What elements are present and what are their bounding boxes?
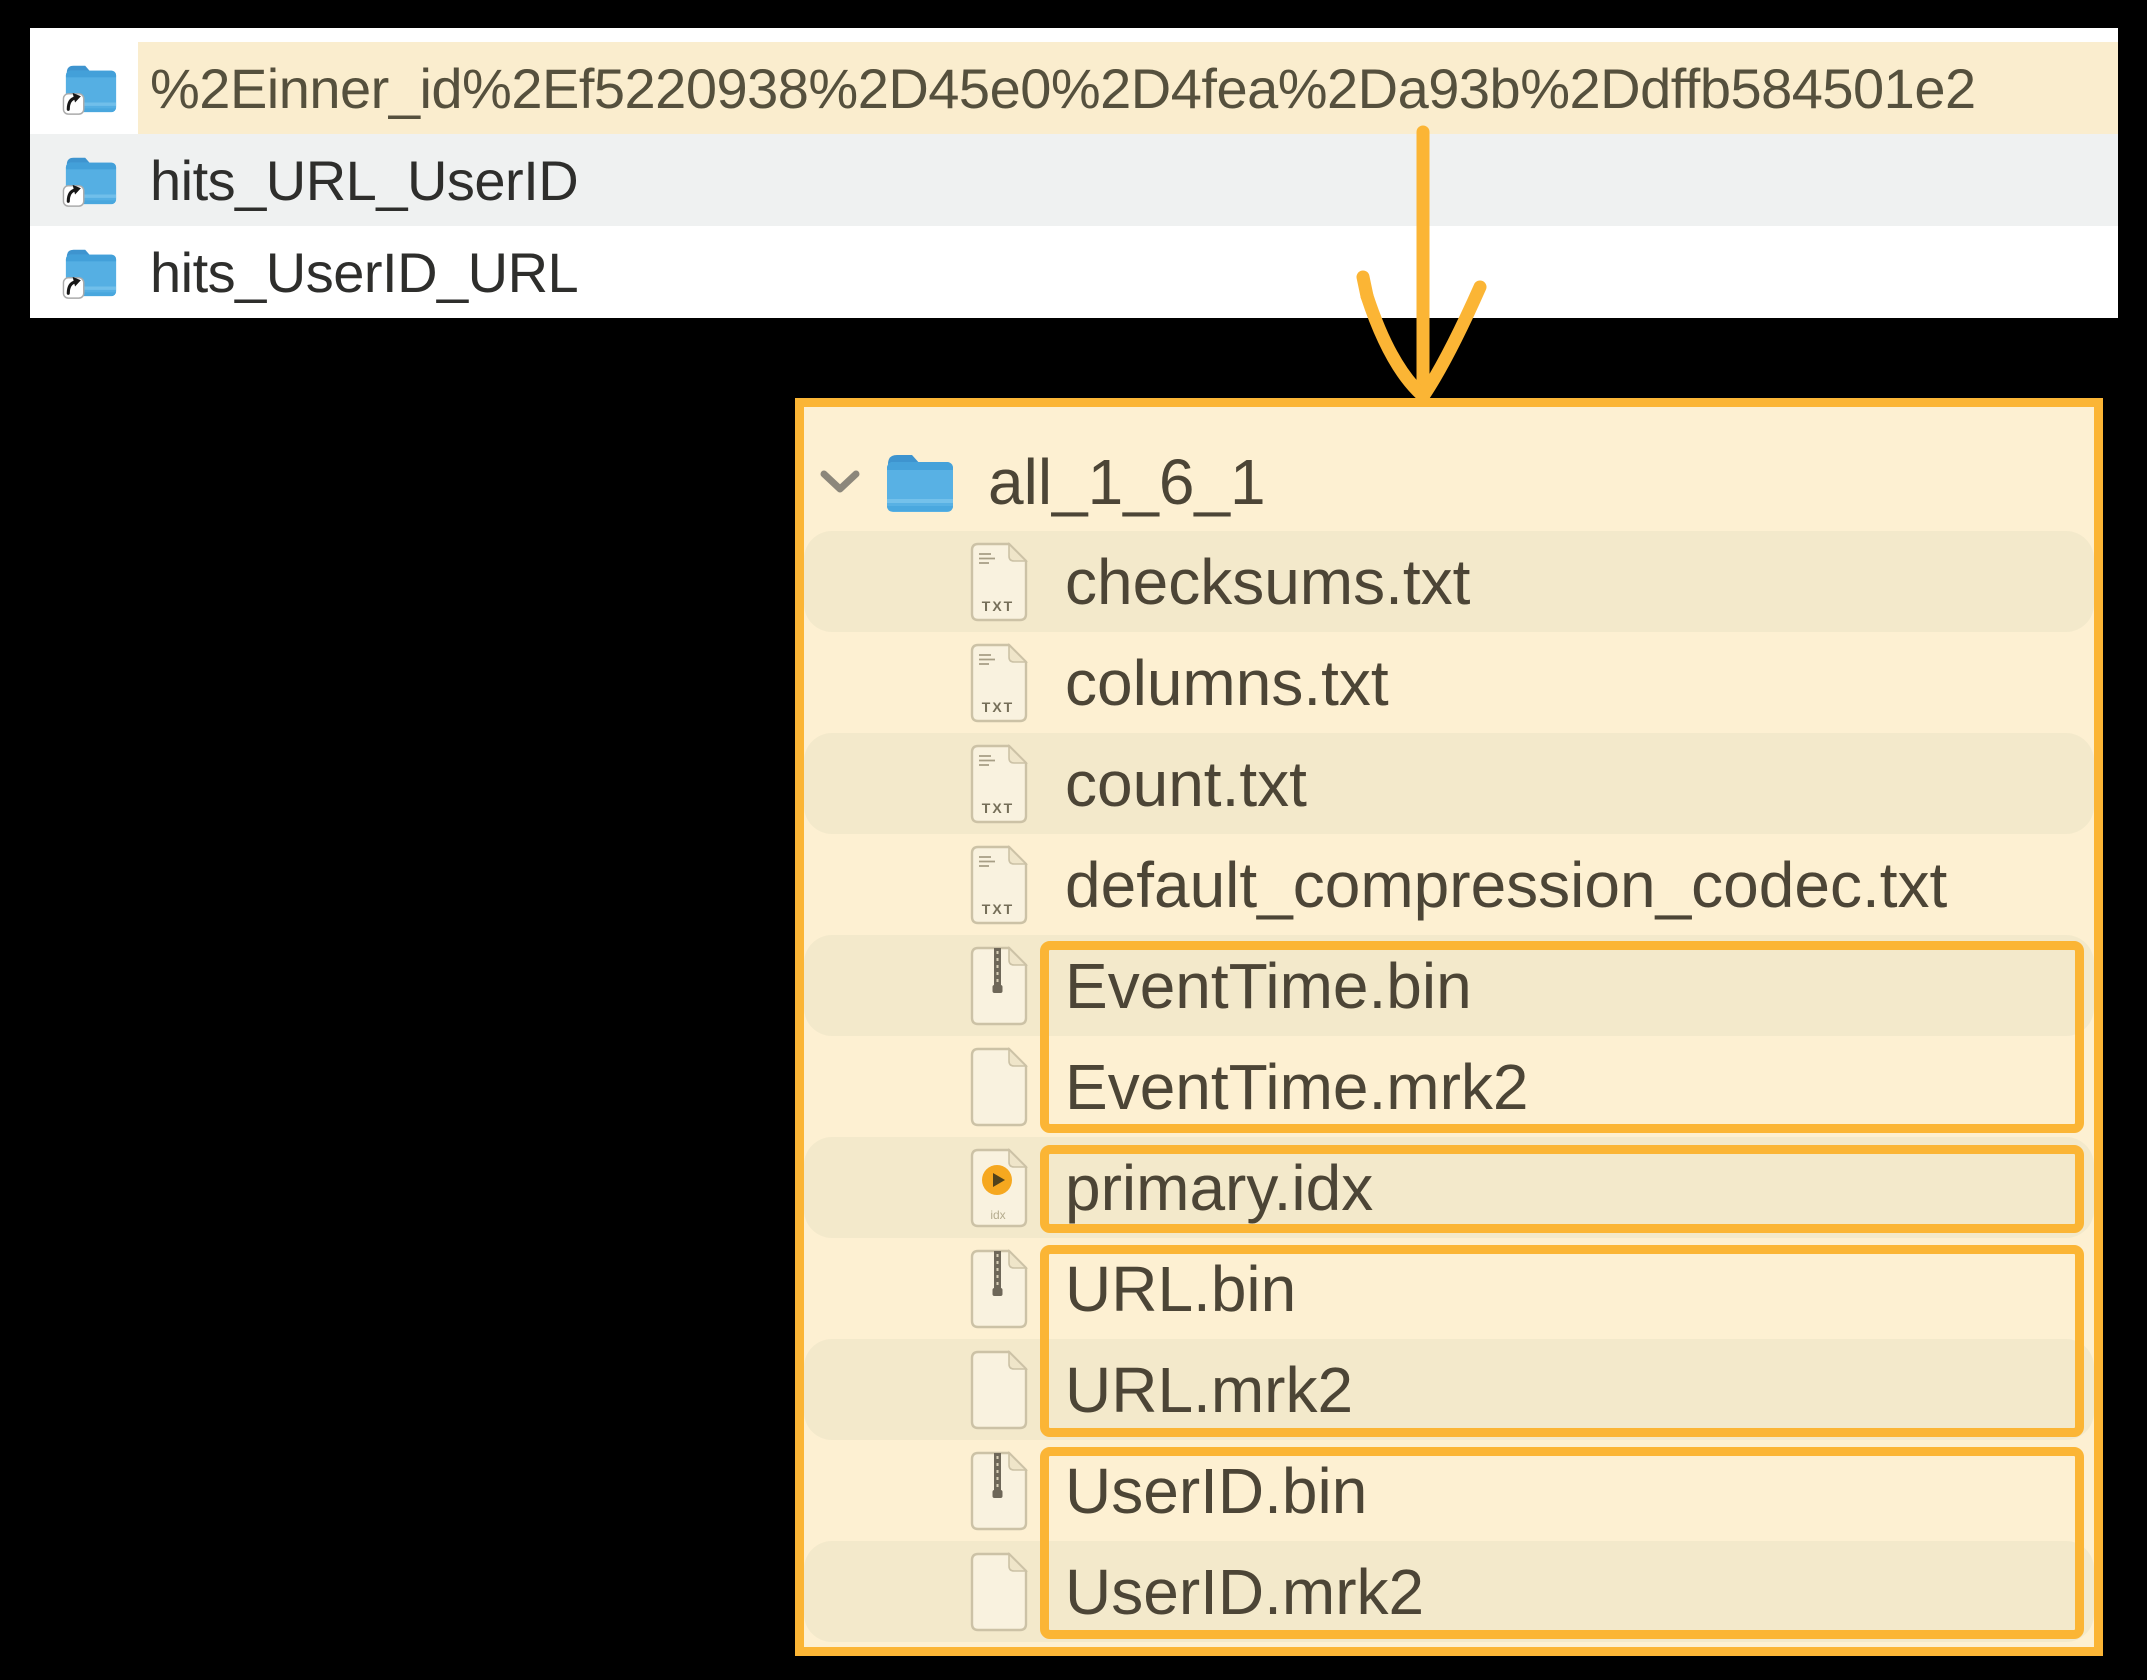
tree-item-primary-idx[interactable]: idx primary.idx	[804, 1137, 2094, 1238]
file-name: count.txt	[1065, 747, 1307, 820]
mrk2-file-icon	[968, 1046, 1030, 1128]
svg-text:TXT: TXT	[982, 901, 1014, 917]
bin-file-icon	[968, 1248, 1030, 1330]
txt-file-icon: TXT	[968, 541, 1030, 623]
file-name: UserID.bin	[1065, 1454, 1368, 1527]
file-name: checksums.txt	[1065, 545, 1471, 618]
tree-item-columns[interactable]: TXT columns.txt	[804, 632, 2094, 733]
file-name: primary.idx	[1065, 1151, 1374, 1224]
file-name: default_compression_codec.txt	[1065, 848, 1948, 921]
file-name: EventTime.bin	[1065, 949, 1472, 1022]
bin-file-icon	[968, 945, 1030, 1027]
svg-text:idx: idx	[990, 1208, 1005, 1222]
file-name: URL.mrk2	[1065, 1353, 1354, 1426]
svg-text:TXT: TXT	[982, 800, 1014, 816]
list-item-hits-url-userid[interactable]: hits_URL_UserID	[30, 134, 2118, 226]
alias-folder-icon-slot	[62, 243, 120, 301]
folder-icon	[887, 455, 953, 512]
txt-file-icon: TXT	[968, 642, 1030, 724]
idx-file-icon: idx	[968, 1147, 1030, 1229]
file-name: EventTime.mrk2	[1065, 1050, 1529, 1123]
file-name: columns.txt	[1065, 646, 1389, 719]
tree-item-userid-mrk2[interactable]: UserID.mrk2	[804, 1541, 2094, 1642]
tree-item-userid-bin[interactable]: UserID.bin	[804, 1440, 2094, 1541]
list-item-hits-userid-url[interactable]: hits_UserID_URL	[30, 226, 2118, 318]
list-item-inner-id-folder[interactable]: %2Einner_id%2Ef5220938%2D45e0%2D4fea%2Da…	[30, 42, 2118, 134]
txt-file-icon: TXT	[968, 844, 1030, 926]
folder-name: hits_UserID_URL	[150, 240, 579, 304]
bin-file-icon	[968, 1450, 1030, 1532]
alias-folder-icon	[62, 65, 117, 115]
tree-item-url-mrk2[interactable]: URL.mrk2	[804, 1339, 2094, 1440]
parts-tree-panel: all_1_6_1 TXT checksums.txt TXT columns.…	[795, 398, 2103, 1656]
folder-name: hits_URL_UserID	[150, 148, 579, 212]
mrk2-file-icon	[968, 1551, 1030, 1633]
tree-item-default-compression-codec[interactable]: TXT default_compression_codec.txt	[804, 834, 2094, 935]
svg-text:TXT: TXT	[982, 699, 1014, 715]
tree-item-url-bin[interactable]: URL.bin	[804, 1238, 2094, 1339]
file-name: URL.bin	[1065, 1252, 1297, 1325]
down-arrow-annotation	[1356, 125, 1487, 402]
txt-file-icon: TXT	[968, 743, 1030, 825]
tree-root-row[interactable]: all_1_6_1	[804, 433, 2094, 531]
alias-folder-icon-slot	[62, 151, 120, 209]
tree-item-eventtime-bin[interactable]: EventTime.bin	[804, 935, 2094, 1036]
root-folder-name: all_1_6_1	[988, 446, 1266, 518]
tree-item-count[interactable]: TXT count.txt	[804, 733, 2094, 834]
chevron-down-icon[interactable]	[820, 469, 860, 495]
mrk2-file-icon	[968, 1349, 1030, 1431]
alias-folder-icon-slot	[62, 59, 120, 117]
alias-folder-icon	[62, 157, 117, 207]
finder-file-list: %2Einner_id%2Ef5220938%2D45e0%2D4fea%2Da…	[30, 28, 2118, 318]
tree-item-eventtime-mrk2[interactable]: EventTime.mrk2	[804, 1036, 2094, 1137]
alias-folder-icon	[62, 249, 117, 299]
file-name: UserID.mrk2	[1065, 1555, 1425, 1628]
selected-row-highlight	[138, 42, 2118, 134]
tree-item-checksums[interactable]: TXT checksums.txt	[804, 531, 2094, 632]
folder-icon-slot	[882, 449, 958, 515]
svg-text:TXT: TXT	[982, 598, 1014, 614]
folder-name: %2Einner_id%2Ef5220938%2D45e0%2D4fea%2Da…	[150, 56, 1976, 120]
